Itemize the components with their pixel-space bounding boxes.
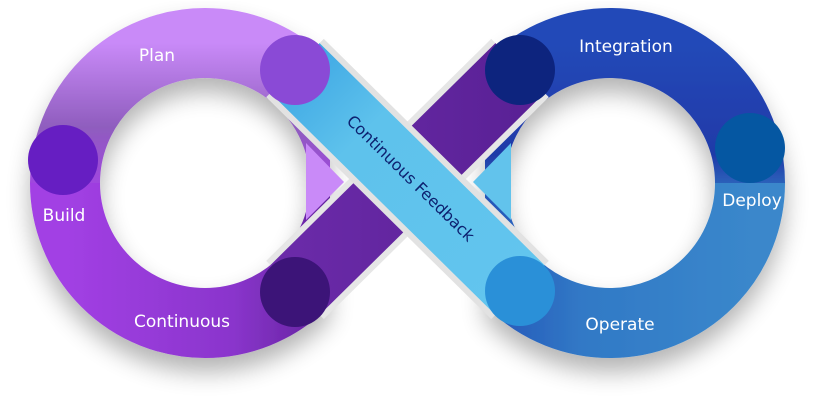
node-plan[interactable] <box>260 35 330 105</box>
stage-label-continuous: Continuous <box>134 312 230 332</box>
arrow-left-triangle <box>306 143 344 220</box>
node-build[interactable] <box>28 125 98 195</box>
node-operate[interactable] <box>485 256 555 326</box>
stage-label-build: Build <box>43 206 86 226</box>
stage-label-integration: Integration <box>579 37 673 57</box>
feedback-crossband: Continuous Feedback <box>266 38 549 320</box>
arrow-right-triangle <box>473 143 511 220</box>
stage-label-deploy: Deploy <box>722 191 782 211</box>
right-loop <box>485 8 785 358</box>
node-continuous[interactable] <box>260 257 330 327</box>
stage-label-operate: Operate <box>585 315 654 335</box>
node-deploy[interactable] <box>715 113 785 183</box>
stage-label-plan: Plan <box>139 46 175 66</box>
left-loop <box>30 8 330 358</box>
node-integration[interactable] <box>485 35 555 105</box>
